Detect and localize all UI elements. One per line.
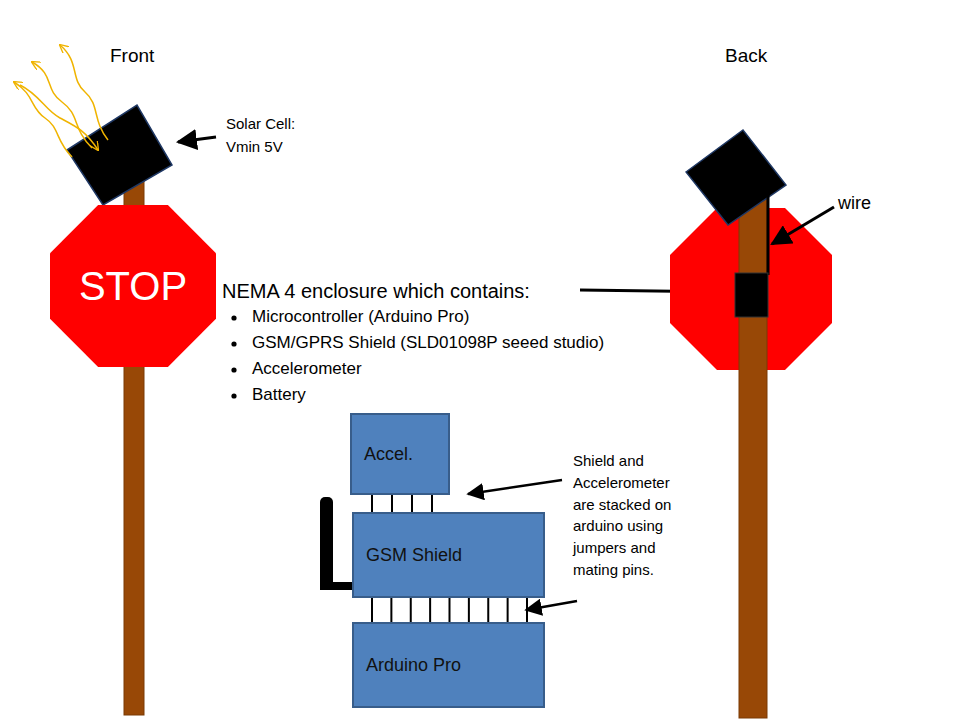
antenna <box>320 582 353 590</box>
front-solar-panel <box>67 105 172 205</box>
leader-arrow <box>526 601 577 610</box>
wire-label: wire <box>838 192 871 215</box>
bullet <box>231 315 236 320</box>
wire <box>767 195 770 275</box>
board-label: Arduino Pro <box>366 655 461 676</box>
sun-ray <box>32 62 92 148</box>
stop-sign: STOP <box>50 205 216 367</box>
contents-item: Microcontroller (Arduino Pro) <box>252 306 469 328</box>
back-solar-panel <box>686 130 786 225</box>
octagon-shape <box>50 205 216 367</box>
bullet <box>231 367 236 372</box>
sun-ray <box>20 85 98 150</box>
accelerometer-board: Accel. <box>350 413 450 495</box>
board-label: GSM Shield <box>366 545 462 566</box>
bullet <box>231 341 236 346</box>
contents-item: Accelerometer <box>252 358 362 380</box>
view-label: Front <box>110 44 154 69</box>
sign-text: STOP <box>79 264 187 309</box>
back-pole <box>739 190 767 718</box>
enclosure-heading: NEMA 4 enclosure which contains: <box>222 278 530 304</box>
board-label: Accel. <box>364 444 413 465</box>
header-pins <box>372 495 432 512</box>
leader-arrow <box>772 207 834 244</box>
bullet <box>231 393 236 398</box>
antenna <box>320 497 333 590</box>
contents-item: Battery <box>252 384 306 406</box>
enclosure <box>735 273 768 317</box>
stacking-note: Shield and Accelerometer are stacked on … <box>573 450 691 581</box>
leader-arrow <box>178 137 216 142</box>
leader-arrow <box>468 480 562 494</box>
arduino-board: Arduino Pro <box>352 622 545 708</box>
solar-cell-label: Solar Cell: Vmin 5V <box>226 113 321 158</box>
view-label: Back <box>725 44 767 69</box>
contents-item: GSM/GPRS Shield (SLD01098P seeed studio) <box>252 332 604 354</box>
sun-ray <box>60 45 108 140</box>
gsm-shield-board: GSM Shield <box>352 512 545 598</box>
header-pins <box>372 598 527 622</box>
